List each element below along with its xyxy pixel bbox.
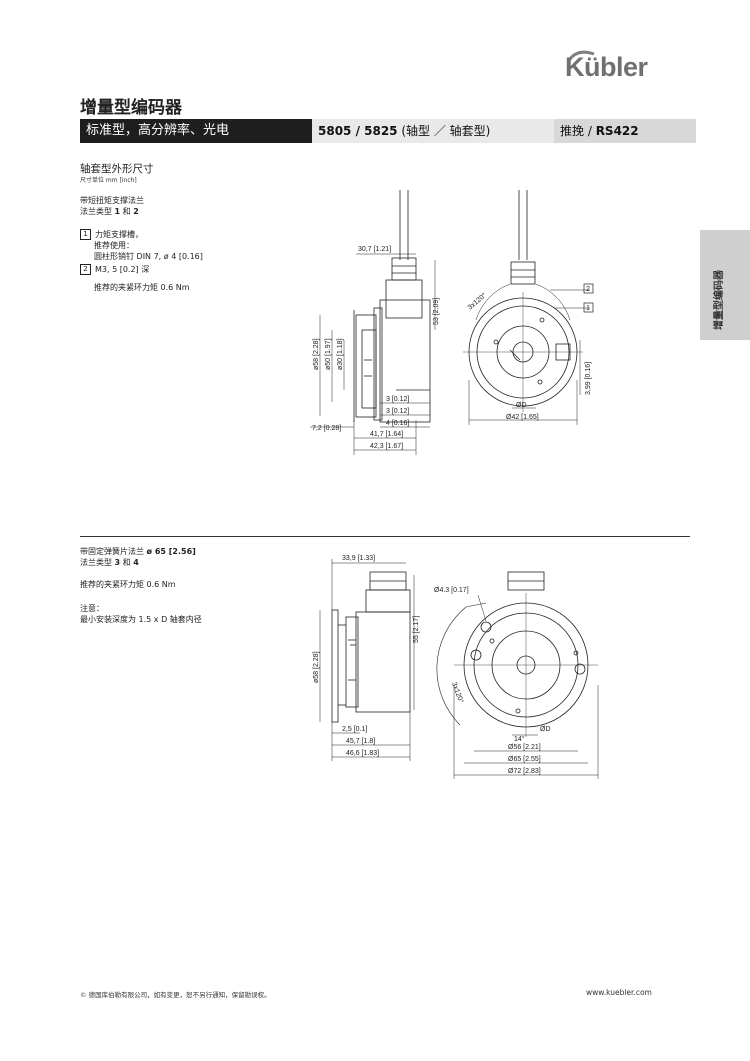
front-view-2-dimensions <box>453 594 599 779</box>
dim-53: 53 [2.09] <box>433 298 440 325</box>
front-view-1-dimensions <box>468 289 590 425</box>
title-bar-interface: 推挽 / RS422 <box>554 119 696 143</box>
dim-58: ø58 [2.28] <box>313 338 320 370</box>
dim-466: 46,6 [1.83] <box>346 750 379 757</box>
dim-d-1: ØD <box>516 402 527 409</box>
angle-2: 3x120° <box>450 681 465 704</box>
note1-line3: 圆柱形销钉 DIN 7, ø 4 [0.16] <box>94 252 203 261</box>
model-number: 5805 / 5825 <box>318 124 398 138</box>
flange-line1: 带短扭矩支撑法兰 <box>80 196 144 205</box>
flange-type-label: 法兰类型 <box>80 207 115 216</box>
note1: 1 力矩支撑槽， 推荐使用： 圆柱形销钉 DIN 7, ø 4 [0.16] <box>80 229 203 262</box>
side-view-1 <box>353 190 431 423</box>
page-title: 增量型编码器 <box>80 98 182 118</box>
note-text: 最小安装深度为 1.5 x D 轴套内径 <box>80 615 202 624</box>
title-bar-category: 标准型，高分辨率、光电 <box>80 119 318 143</box>
flange2-line1: 带固定弹簧片法兰 ø 65 [2.56] <box>80 546 196 557</box>
dim-50: ø50 [1.97] <box>325 338 332 370</box>
dim-65: Ø65 [2.55] <box>508 756 541 763</box>
callout-box-1 <box>583 302 594 313</box>
section-divider <box>80 536 690 537</box>
dim-d-2: ØD <box>540 726 551 733</box>
section2-flange-desc: 带固定弹簧片法兰 ø 65 [2.56] 法兰类型 3 和 4 <box>80 546 196 568</box>
side-view-2 <box>331 571 411 723</box>
section2-note: 注意： 最小安装深度为 1.5 x D 轴套内径 <box>80 603 202 625</box>
interface-type: RS422 <box>595 124 639 138</box>
dim-43: Ø4.3 [0.17] <box>434 587 469 594</box>
note1-line2: 推荐使用： <box>94 241 134 250</box>
title-bar: 标准型，高分辨率、光电 5805 / 5825 (轴型 ／ 轴套型) 推挽 / … <box>80 119 696 143</box>
dim-72: 7,2 [0.28] <box>312 425 341 432</box>
dim-399: 3,99 [0.16] <box>585 362 592 395</box>
section1-flange-desc: 带短扭矩支撑法兰 法兰类型 1 和 2 <box>80 195 144 217</box>
dim-417: 41,7 [1.64] <box>370 431 403 438</box>
dim-423: 42,3 [1.67] <box>370 443 403 450</box>
side-view-2-dimensions <box>319 559 415 761</box>
flange2-line2: 法兰类型 3 和 4 <box>80 557 196 568</box>
front-view-1 <box>463 190 583 412</box>
note1-number: 1 <box>80 229 91 240</box>
note-title: 注意： <box>80 604 104 613</box>
section2-torque: 推荐的夹紧环力矩 0.6 Nm <box>80 580 176 589</box>
flange-and: 和 <box>120 207 134 216</box>
units-note: 尺寸单位 mm [inch] <box>80 177 137 184</box>
flange2-diameter: ø 65 [2.56] <box>146 547 196 556</box>
title-bar-model: 5805 / 5825 (轴型 ／ 轴套型) <box>312 119 558 143</box>
flange2-type-3: 3 <box>114 558 121 567</box>
dim-25: 2,5 [0.1] <box>342 726 367 733</box>
callout-1: 1 <box>586 305 590 312</box>
dim-72-2: Ø72 [2.83] <box>508 768 541 775</box>
interface-label: 推挽 / <box>560 124 596 138</box>
note2: 2 M3, 5 [0.2] 深 推荐的夹紧环力矩 0.6 Nm <box>80 264 190 293</box>
angle-1: 3x120° <box>466 291 488 311</box>
flange2-label: 带固定弹簧片法兰 <box>80 547 147 556</box>
front-view-2 <box>436 571 598 737</box>
flange2-and: 和 <box>120 558 134 567</box>
dim-14: 14° <box>514 735 525 743</box>
flange-type-1: 1 <box>114 207 121 216</box>
dim-4: 4 [0.16] <box>386 420 409 427</box>
flange-line2: 法兰类型 1 和 2 <box>80 206 144 217</box>
note2-line2: 推荐的夹紧环力矩 0.6 Nm <box>94 283 190 292</box>
dim-3a: 3 [0.12] <box>386 396 409 403</box>
copyright-notice: © 德国库伯勒有限公司，如有变更，恕不另行通知，保留勘误权。 <box>80 991 271 999</box>
dim-56: Ø56 [2.21] <box>508 744 541 751</box>
callout-2: 2 <box>586 286 590 293</box>
callout-box-2 <box>583 283 594 294</box>
dim-339: 33,9 [1.33] <box>342 555 375 562</box>
side-tab[interactable]: 增量型编码器 <box>700 230 750 340</box>
side-tab-label: 增量型编码器 <box>714 270 725 330</box>
dim-457: 45,7 [1.8] <box>346 738 375 745</box>
kubler-logo: Kübler <box>565 52 648 82</box>
model-type: (轴型 ／ 轴套型) <box>397 124 491 138</box>
flange2-type-4: 4 <box>133 558 139 567</box>
website-link[interactable]: www.kuebler.com <box>586 988 652 997</box>
dim-top: 30,7 [1.21] <box>358 246 391 253</box>
side-view-1-dimensions <box>310 253 436 455</box>
flange-type-2: 2 <box>133 207 139 216</box>
flange2-type-label: 法兰类型 <box>80 558 115 567</box>
dim-58-2: ø58 [2.28] <box>313 651 320 683</box>
drawing-hollow-shaft-1: 30,7 [1.21] 53 [2.09] ø58 [2.28] ø50 [1.… <box>310 190 594 455</box>
logo-swoosh-icon <box>566 50 595 63</box>
section1-title: 轴套型外形尺寸 <box>80 163 154 175</box>
dim-42: Ø42 [1.65] <box>506 414 539 421</box>
dim-3b: 3 [0.12] <box>386 408 409 415</box>
dim-30: ø30 [1.18] <box>337 338 344 370</box>
note2-number: 2 <box>80 264 91 275</box>
note1-line1: 力矩支撑槽， <box>95 230 143 239</box>
dim-55: 55 [2.17] <box>413 616 420 643</box>
drawing-hollow-shaft-2: 33,9 [1.33] 55 [2.17] ø58 [2.28] 2,5 [0.… <box>313 555 599 779</box>
note2-line1: M3, 5 [0.2] 深 <box>95 265 150 274</box>
